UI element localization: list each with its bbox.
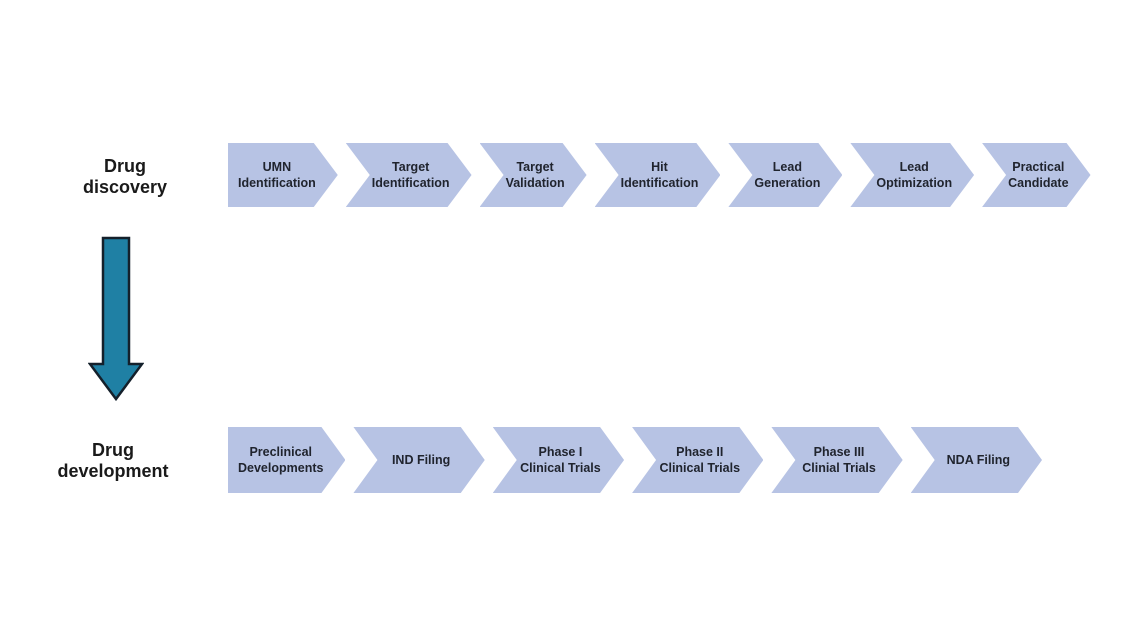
process-row-drug-development: Preclinical Developments IND Filing Phas… [228,427,1042,493]
row-label-drug-development: Drug development [57,440,169,481]
process-step-hit-identification: Hit Identification [595,143,721,207]
process-step-practical-candidate: Practical Candidate [982,143,1090,207]
process-step-phase-3-clinial-trials: Phase III Clinial Trials [771,427,902,493]
row-label-drug-discovery: Drug discovery [82,156,168,197]
process-step-umn-identification: UMN Identification [228,143,338,207]
process-step-lead-optimization: Lead Optimization [850,143,974,207]
process-step-preclinical-developments: Preclinical Developments [228,427,345,493]
down-arrow-icon [88,236,144,402]
process-step-target-validation: Target Validation [480,143,587,207]
process-row-drug-discovery: UMN Identification Target Identification… [228,143,1042,207]
process-step-lead-generation: Lead Generation [728,143,842,207]
process-step-phase-2-clinical-trials: Phase II Clinical Trials [632,427,763,493]
process-step-nda-filing: NDA Filing [911,427,1042,493]
process-step-ind-filing: IND Filing [353,427,484,493]
process-step-phase-1-clinical-trials: Phase I Clinical Trials [493,427,624,493]
process-step-target-identification: Target Identification [346,143,472,207]
